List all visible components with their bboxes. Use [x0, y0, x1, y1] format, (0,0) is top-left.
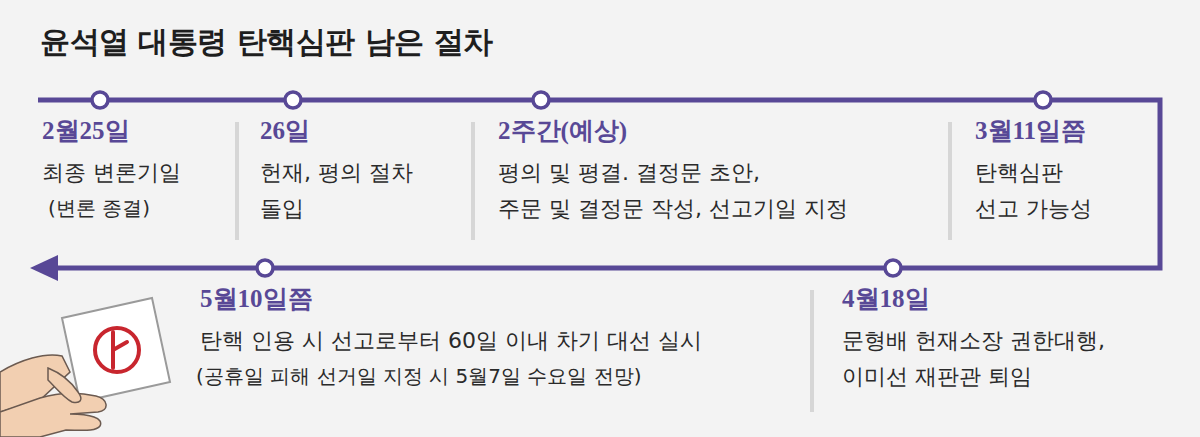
step-text: 최종 변론기일	[42, 160, 181, 186]
timeline-dot	[257, 260, 273, 276]
timeline-arrowhead	[30, 255, 58, 281]
timeline-dot	[1035, 92, 1051, 108]
ballot-paper	[62, 298, 170, 402]
separator	[235, 122, 239, 240]
separator	[948, 122, 952, 240]
date-label: 4월18일	[842, 284, 930, 314]
date-label: 2주간(예상)	[498, 116, 627, 146]
step-text: 이미선 재판관 퇴임	[842, 364, 1032, 390]
date-label: 2월25일	[42, 116, 130, 146]
step-text: 탄핵심판	[975, 160, 1063, 186]
step-text: 돌입	[260, 196, 304, 222]
chart-title: 윤석열 대통령 탄핵심판 남은 절차	[40, 24, 493, 60]
date-label: 5월10일쯤	[200, 284, 313, 314]
step-text: 주문 및 결정문 작성, 선고기일 지정	[498, 196, 848, 222]
date-label: 26일	[260, 116, 310, 146]
timeline-dots	[92, 92, 1051, 276]
hand-with-ballot	[0, 298, 170, 437]
timeline-dot	[885, 260, 901, 276]
step-text: 문형배 헌재소장 권한대행,	[842, 328, 1105, 354]
timeline-dot	[92, 92, 108, 108]
hand-thumb	[48, 368, 81, 403]
step-note: (공휴일 피해 선거일 지정 시 5월7일 수요일 전망)	[196, 364, 642, 388]
separator	[810, 290, 814, 412]
timeline-dot	[285, 92, 301, 108]
stamp-mark	[95, 328, 139, 372]
hand-fingers	[0, 393, 106, 437]
step-note: (변론 종결)	[48, 196, 150, 220]
stamp-glyph	[113, 332, 127, 368]
date-label: 3월11일쯤	[975, 116, 1086, 146]
timeline-dot	[533, 92, 549, 108]
timeline-path	[38, 100, 1160, 268]
step-text: 헌재, 평의 절차	[260, 160, 413, 186]
step-text: 탄핵 인용 시 선고로부터 60일 이내 차기 대선 실시	[200, 328, 702, 354]
step-text: 평의 및 평결. 결정문 초안,	[498, 160, 760, 186]
step-text: 선고 가능성	[975, 196, 1092, 222]
separator	[471, 122, 475, 240]
